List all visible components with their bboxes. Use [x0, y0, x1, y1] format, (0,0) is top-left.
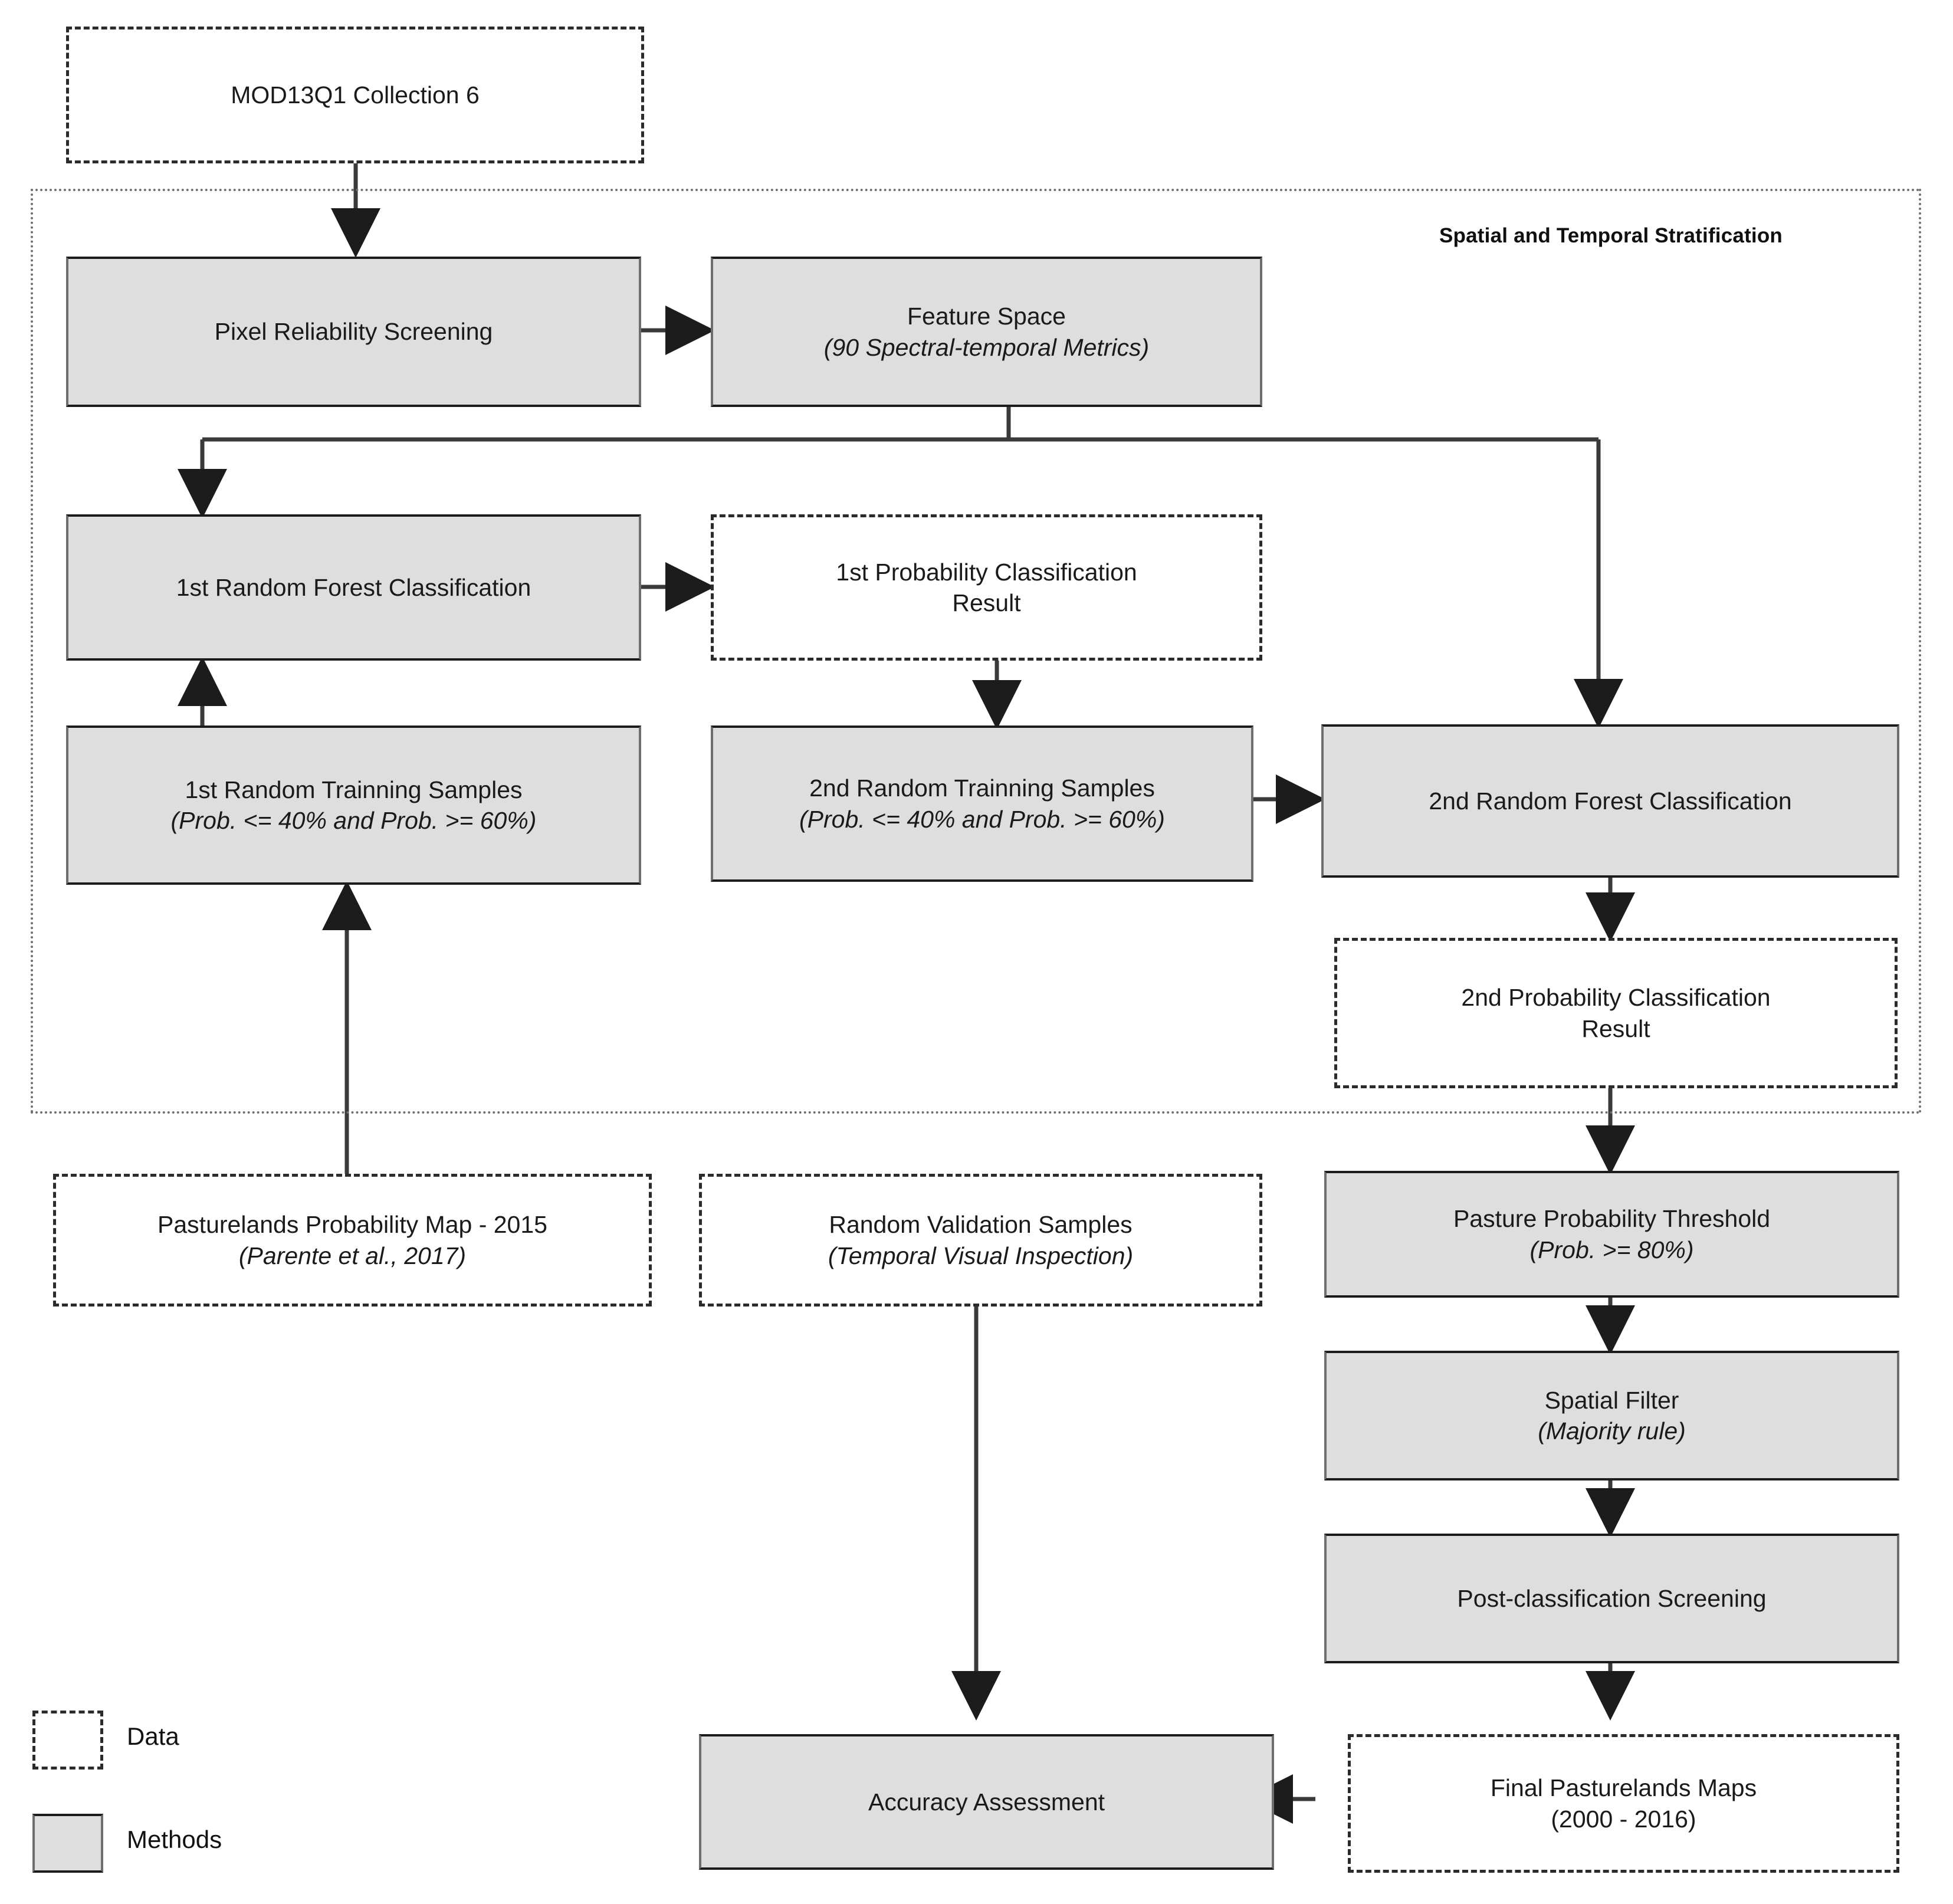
node-2nd-probability-classification-result[interactable]: 2nd Probability Classification Result	[1334, 938, 1898, 1088]
node-prob2-line2: Result	[1581, 1015, 1650, 1042]
node-final-pasturelands-maps[interactable]: Final Pasturelands Maps (2000 - 2016)	[1348, 1734, 1899, 1873]
node-1st-random-forest-classification[interactable]: 1st Random Forest Classification	[66, 514, 641, 661]
node-pasture-map-line1: Pasturelands Probability Map - 2015	[157, 1211, 547, 1239]
legend-label-data: Data	[127, 1722, 179, 1750]
node-prob2-line1: 2nd Probability Classification	[1461, 984, 1771, 1012]
node-pixel-reliability-screening[interactable]: Pixel Reliability Screening	[66, 257, 641, 407]
legend-label-methods: Methods	[127, 1826, 222, 1853]
node-2nd-random-forest-classification[interactable]: 2nd Random Forest Classification	[1321, 724, 1899, 878]
stratification-label: Spatial and Temporal Stratification	[1439, 224, 1783, 247]
node-prob1-line1: 1st Probability Classification	[836, 558, 1137, 586]
node-prob1-line2: Result	[952, 589, 1021, 616]
node-feature-space[interactable]: Feature Space (90 Spectral-temporal Metr…	[711, 257, 1262, 407]
node-pasture-probability-threshold[interactable]: Pasture Probability Threshold (Prob. >= …	[1324, 1171, 1899, 1298]
node-final-maps-line1: Final Pasturelands Maps	[1490, 1774, 1757, 1802]
node-final-maps-line2: (2000 - 2016)	[1551, 1805, 1696, 1833]
node-feature-space-line2: (90 Spectral-temporal Metrics)	[823, 333, 1150, 361]
legend-swatch-methods	[32, 1814, 103, 1873]
node-rf2-line1: 2nd Random Forest Classification	[1429, 787, 1792, 815]
node-rf1-line1: 1st Random Forest Classification	[176, 573, 531, 601]
node-feature-space-line1: Feature Space	[907, 303, 1066, 330]
node-train2-line1: 2nd Random Trainning Samples	[809, 774, 1155, 802]
node-2nd-random-trainning-samples[interactable]: 2nd Random Trainning Samples (Prob. <= 4…	[711, 726, 1253, 882]
node-train1-line2: (Prob. <= 40% and Prob. >= 60%)	[170, 807, 537, 834]
legend-swatch-data	[32, 1711, 103, 1770]
node-validation-line1: Random Validation Samples	[829, 1211, 1133, 1239]
node-threshold-line2: (Prob. >= 80%)	[1529, 1236, 1694, 1263]
node-1st-probability-classification-result[interactable]: 1st Probability Classification Result	[711, 514, 1262, 661]
node-pixel-screen-line1: Pixel Reliability Screening	[214, 318, 493, 346]
node-post-classification-screening[interactable]: Post-classification Screening	[1324, 1534, 1899, 1663]
node-validation-line2: (Temporal Visual Inspection)	[828, 1242, 1134, 1269]
node-random-validation-samples[interactable]: Random Validation Samples (Temporal Visu…	[699, 1174, 1262, 1306]
node-accuracy-assessment[interactable]: Accuracy Assessment	[699, 1734, 1274, 1870]
node-threshold-line1: Pasture Probability Threshold	[1453, 1205, 1771, 1233]
node-pasture-map-line2: (Parente et al., 2017)	[238, 1242, 467, 1269]
node-spatial-filter-line2: (Majority rule)	[1538, 1417, 1686, 1445]
node-train2-line2: (Prob. <= 40% and Prob. >= 60%)	[799, 805, 1165, 833]
node-pasturelands-probability-map[interactable]: Pasturelands Probability Map - 2015 (Par…	[53, 1174, 652, 1306]
node-mod13q1-collection-6[interactable]: MOD13Q1 Collection 6	[66, 27, 644, 163]
node-spatial-filter-line1: Spatial Filter	[1544, 1386, 1679, 1414]
node-spatial-filter[interactable]: Spatial Filter (Majority rule)	[1324, 1351, 1899, 1480]
spatial-temporal-stratification-container	[31, 189, 1921, 1114]
node-accuracy-line1: Accuracy Assessment	[868, 1788, 1105, 1816]
node-1st-random-trainning-samples[interactable]: 1st Random Trainning Samples (Prob. <= 4…	[66, 726, 641, 885]
node-post-screen-line1: Post-classification Screening	[1457, 1584, 1767, 1612]
node-train1-line1: 1st Random Trainning Samples	[185, 776, 523, 803]
node-mod13q1-line1: MOD13Q1 Collection 6	[231, 81, 480, 109]
